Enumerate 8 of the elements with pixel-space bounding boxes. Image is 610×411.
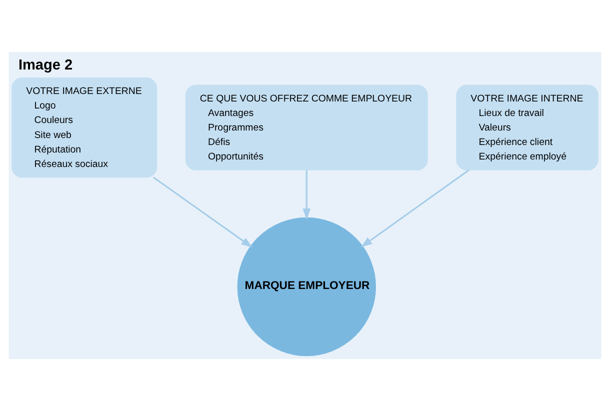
node-box: CE QUE VOUS OFFREZ COMME EMPLOYEUR Avantages Programmes Défis Opportunités [185,84,428,170]
diagram-title: Image 2 [18,57,73,74]
node-box: VOTRE IMAGE INTERNE Lieux de travail Valeurs Expérience client Expérience employé [456,84,598,170]
arrow [360,170,470,248]
arrow [302,170,311,220]
node-circle: MARQUE EMPLOYEUR [237,217,376,356]
node-box: VOTRE IMAGE EXTERNE Logo Couleurs Site web Réputation Réseaux sociaux [12,77,158,178]
arrow [152,176,253,248]
